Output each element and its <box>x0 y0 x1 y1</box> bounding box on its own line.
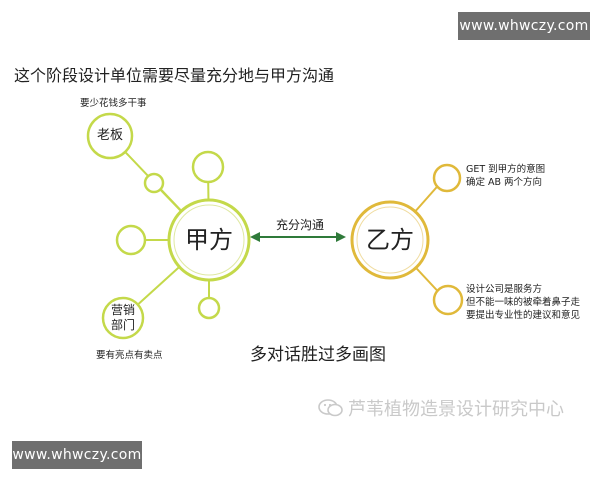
contractor-satellite-bottom <box>432 284 464 316</box>
contractor-bottom-note-line1: 设计公司是服务方 <box>466 284 543 295</box>
satellite-bottom-small <box>197 296 221 320</box>
wechat-icon <box>318 399 343 417</box>
diagram-heading: 这个阶段设计单位需要尽量充分地与甲方沟通 <box>14 66 335 85</box>
client-label: 甲方 <box>185 226 233 254</box>
contractor-top-note-line1: GET 到甲方的意图 <box>466 164 546 175</box>
contractor-bottom-note: 设计公司是服务方 但不能一味的被牵着鼻子走 要提出专业性的建议和意见 <box>466 283 580 322</box>
marketing-node <box>101 296 145 340</box>
contractor-top-note-line2: 确定 AB 两个方向 <box>466 177 543 188</box>
arrow-head-left <box>250 232 260 242</box>
client-node <box>167 198 251 282</box>
contractor-top-note: GET 到甲方的意图 确定 AB 两个方向 <box>466 163 545 189</box>
satellite-top <box>191 150 225 184</box>
contractor-node <box>350 200 430 280</box>
satellite-left-small <box>143 172 165 194</box>
footer-watermark-text: 芦苇植物造景设计研究中心 <box>348 399 564 420</box>
contractor-bottom-note-line3: 要提出专业性的建议和意见 <box>466 310 581 321</box>
footer-watermark: 芦苇植物造景设计研究中心 <box>318 395 564 421</box>
contractor-node-inner-ring <box>356 206 424 274</box>
client-node-inner-ring <box>173 204 245 276</box>
contractor-satellite-top <box>432 163 462 193</box>
watermark-url-bottom: www.whwczy.com <box>12 441 142 469</box>
arrow-head-right <box>336 232 346 242</box>
satellite-left-mid <box>115 224 147 256</box>
communication-arrow <box>250 232 346 242</box>
marketing-label: 营销 部门 <box>101 303 145 333</box>
watermark-url-top: www.whwczy.com <box>458 12 590 40</box>
boss-note: 要少花钱多干事 <box>80 98 147 109</box>
contractor-label: 乙方 <box>366 226 414 254</box>
contractor-bottom-note-line2: 但不能一味的被牵着鼻子走 <box>466 297 581 308</box>
marketing-label-line1: 营销 <box>110 303 135 317</box>
connector-label: 充分沟通 <box>275 218 324 232</box>
boss-label: 老板 <box>96 128 123 143</box>
marketing-note: 要有亮点有卖点 <box>96 350 163 361</box>
boss-node <box>86 112 134 160</box>
marketing-label-line2: 部门 <box>110 318 135 332</box>
diagram-caption: 多对话胜过多画图 <box>250 345 386 365</box>
